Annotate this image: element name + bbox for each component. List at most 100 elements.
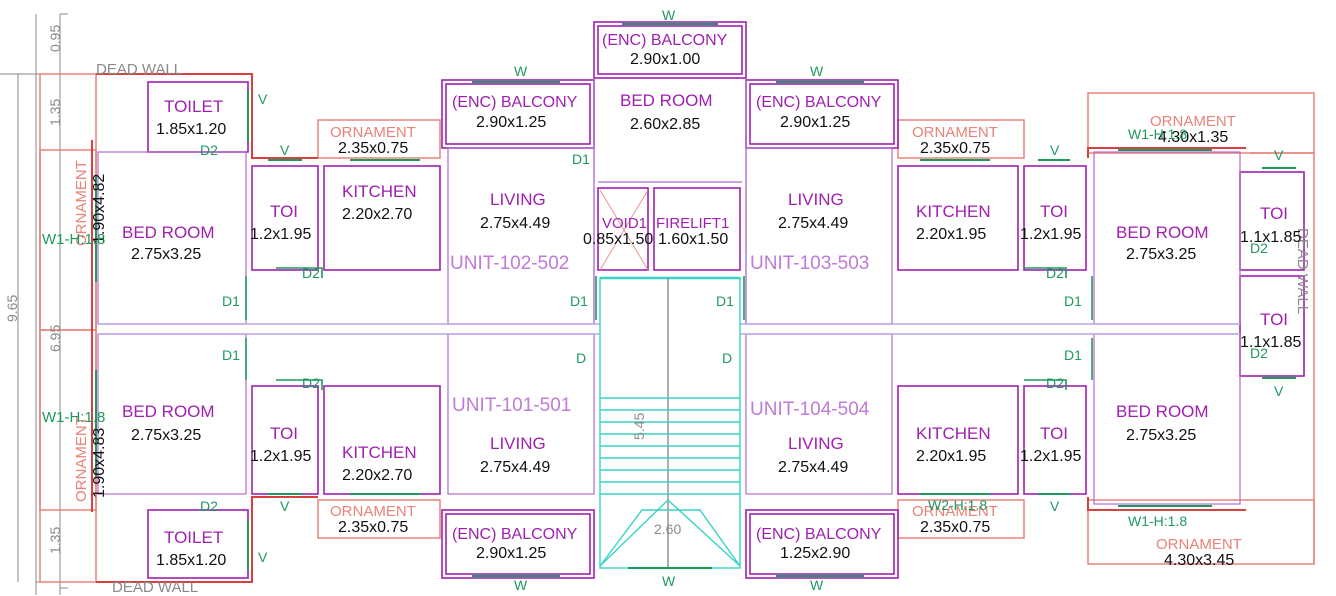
bedroom-101-name: BED ROOM	[122, 402, 215, 421]
toi-101-name: TOI	[270, 424, 299, 443]
toilet-101-size: 1.85x1.20	[156, 552, 227, 569]
dim-upper: 1.35	[47, 98, 63, 126]
tag-d: D	[722, 350, 733, 366]
living-103-name: LIVING	[788, 190, 844, 209]
kitchen-103-name: KITCHEN	[916, 202, 991, 221]
tag-w: W	[662, 573, 676, 589]
tag-w: W	[810, 577, 824, 593]
living-101-name: LIVING	[490, 434, 546, 453]
bedroom-102-size: 2.75x3.25	[131, 246, 202, 263]
living-101-size: 2.75x4.49	[480, 459, 551, 476]
void-size: 0.85x1.50	[583, 231, 654, 248]
stair-width: 2.60	[654, 521, 682, 537]
toilet-102-name: TOILET	[164, 97, 224, 116]
window-label-w2: W2-H:1.8	[928, 497, 988, 513]
tag-d1: D1	[222, 347, 240, 363]
ornament-104-size: 2.35x0.75	[920, 519, 991, 536]
tag-v: V	[280, 498, 290, 514]
tag-d2: D2	[200, 142, 218, 158]
tag-d2: D2	[1250, 240, 1268, 256]
stair-treads	[600, 397, 740, 495]
ornament-103-label: ORNAMENT	[912, 124, 998, 141]
unit-101-501-label: UNIT-101-501	[452, 395, 572, 416]
dead-wall-bottom-label: DEAD WALL	[112, 579, 199, 596]
balcony-102-name: (ENC) BALCONY	[452, 94, 578, 111]
bedroom-104-size: 2.75x3.25	[1126, 427, 1197, 444]
tag-d1: D1	[716, 293, 734, 309]
tag-v: V	[1050, 498, 1060, 514]
tag-d1: D1	[1064, 347, 1082, 363]
toi-103b-name: TOI	[1260, 204, 1289, 223]
tag-d2: D2	[1046, 265, 1064, 281]
ornament-outlines	[39, 73, 1315, 583]
dim-total: 9.65	[4, 294, 20, 322]
tag-v: V	[258, 549, 268, 565]
bedroom-103-size: 2.75x3.25	[1126, 246, 1197, 263]
ornament-101-label: ORNAMENT	[330, 503, 416, 520]
firelift-size: 1.60x1.50	[658, 231, 729, 248]
tag-w: W	[514, 63, 528, 79]
bedroom-101-size: 2.75x3.25	[131, 427, 202, 444]
outer-wall	[91, 73, 1246, 583]
dim-lower: 1.35	[47, 526, 63, 554]
doors	[245, 267, 1093, 390]
dim-top: 0.95	[47, 24, 63, 52]
toi-104b-size: 1.1x1.85	[1240, 334, 1302, 351]
tag-d1: D1	[222, 293, 240, 309]
balcony-104-size: 1.25x2.90	[780, 545, 851, 562]
tag-d2: D2	[1046, 375, 1064, 391]
living-104-name: LIVING	[788, 434, 844, 453]
center-balcony-name: (ENC) BALCONY	[602, 32, 728, 49]
kitchen-102-name: KITCHEN	[342, 182, 417, 201]
tag-v: V	[1274, 383, 1284, 399]
tag-d1: D1	[572, 151, 590, 167]
window-label-left-top: W1-H:1.8	[42, 231, 106, 248]
firelift-name: FIRELIFT1	[656, 215, 730, 232]
kitchen-101-size: 2.20x2.70	[342, 467, 413, 484]
tag-d1: D1	[570, 293, 588, 309]
tag-w: W	[514, 577, 528, 593]
side-ornament-bottom-label: ORNAMENT	[73, 416, 90, 502]
ornament-102-label: ORNAMENT	[330, 124, 416, 141]
tag-v: V	[1274, 147, 1284, 163]
living-104-size: 2.75x4.49	[778, 459, 849, 476]
corridor	[98, 323, 1240, 335]
kitchen-104-name: KITCHEN	[916, 424, 991, 443]
toi-103b-size: 1.1x1.85	[1240, 229, 1302, 246]
living-102-size: 2.75x4.49	[480, 215, 551, 232]
toilet-102-size: 1.85x1.20	[156, 121, 227, 138]
unit-102-502-label: UNIT-102-502	[450, 253, 570, 274]
kitchen-104-size: 2.20x1.95	[916, 448, 987, 465]
window-label-left-bottom: W1-H:1.8	[42, 409, 106, 426]
center-bedroom-name: BED ROOM	[620, 91, 713, 110]
stair-length: 5.45	[631, 412, 647, 440]
balcony-103-name: (ENC) BALCONY	[756, 94, 882, 111]
ornament-right-top-label: ORNAMENT	[1150, 113, 1236, 130]
living-102-name: LIVING	[490, 190, 546, 209]
unit-104-504-label: UNIT-104-504	[750, 399, 870, 420]
dim-middle: 6.95	[47, 324, 63, 352]
center-bedroom-size: 2.60x2.85	[630, 116, 701, 133]
ornament-right-bottom-size: 4.30x3.45	[1164, 552, 1235, 569]
toi-104-name: TOI	[1040, 424, 1069, 443]
tag-v: V	[280, 142, 290, 158]
toi-102-size: 1.2x1.95	[250, 226, 312, 243]
tag-w: W	[810, 63, 824, 79]
ornament-103-size: 2.35x0.75	[920, 140, 991, 157]
balcony-103-size: 2.90x1.25	[780, 114, 851, 131]
kitchen-102-size: 2.20x2.70	[342, 206, 413, 223]
ornament-right-bottom-label: ORNAMENT	[1156, 536, 1242, 553]
tag-d: D	[576, 350, 587, 366]
bedroom-104-name: BED ROOM	[1116, 402, 1209, 421]
balcony-104-name: (ENC) BALCONY	[756, 526, 882, 543]
bedroom-103-name: BED ROOM	[1116, 223, 1209, 242]
tag-v: V	[1050, 142, 1060, 158]
balcony-101-size: 2.90x1.25	[476, 545, 547, 562]
tag-d2: D2	[200, 498, 218, 514]
toi-103-size: 1.2x1.95	[1020, 226, 1082, 243]
toi-102-name: TOI	[270, 202, 299, 221]
window-label-right-top: W1-H:1.8	[1128, 126, 1188, 142]
dead-wall-top-label: DEAD WALL	[96, 61, 183, 78]
toilet-101-name: TOILET	[164, 528, 224, 547]
